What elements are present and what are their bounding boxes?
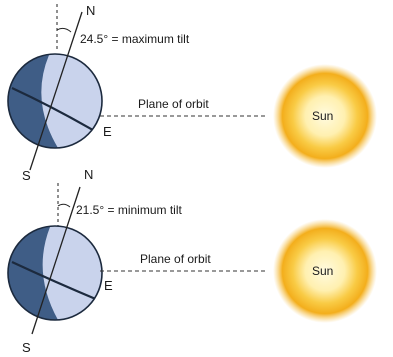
equator-line [11,261,99,302]
sun-icon [273,64,377,168]
panel-maximum-tilt: N S E 24.5° = maximum tilt Plane of orbi… [7,3,377,183]
tilt-label: 21.5° = minimum tilt [76,203,182,217]
orbit-plane-label: Plane of orbit [140,252,211,266]
north-label: N [84,167,93,182]
tilt-label: 24.5° = maximum tilt [80,32,190,46]
south-label: S [22,340,31,355]
rotation-axis [29,11,83,171]
earth-globe [7,53,103,149]
tilt-angle-arc [57,203,71,208]
south-label: S [22,168,31,183]
sun-icon [273,219,377,323]
equator-label: E [104,278,113,293]
panel-minimum-tilt: N S E 21.5° = minimum tilt Plane of orbi… [7,167,377,355]
sun-label: Sun [312,109,333,123]
earth-globe [7,225,103,321]
equator-label: E [103,124,112,139]
equator-line [11,87,99,134]
sun-label: Sun [312,264,333,278]
rotation-axis [31,186,81,335]
north-label: N [86,3,95,18]
tilt-angle-arc [56,27,72,33]
orbit-plane-label: Plane of orbit [138,97,209,111]
